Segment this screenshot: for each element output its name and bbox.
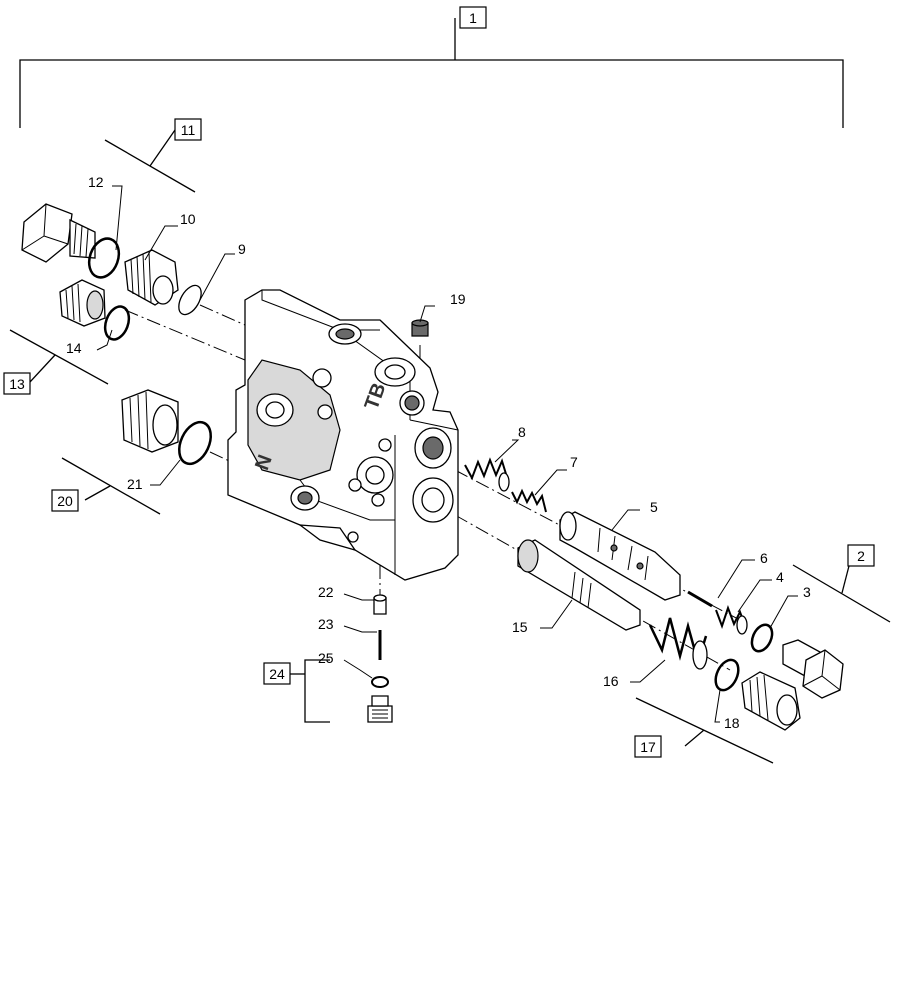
part-7-spring bbox=[511, 488, 547, 513]
bracket-group-17 bbox=[635, 697, 774, 764]
part-22-pin bbox=[373, 594, 387, 615]
callout-6: 6 bbox=[760, 550, 768, 566]
bracket-group-13 bbox=[9, 329, 109, 385]
callout-18: 18 bbox=[724, 715, 740, 731]
bracket-group-2 bbox=[792, 561, 891, 623]
callout-20: 20 bbox=[57, 493, 73, 509]
part-15-spool bbox=[517, 539, 641, 631]
part-25-o-ring bbox=[371, 676, 389, 688]
part-5-spool bbox=[559, 511, 681, 601]
part-4-spring bbox=[715, 605, 748, 635]
callout-9: 9 bbox=[238, 241, 246, 257]
body-marking-n: N bbox=[251, 452, 277, 473]
callout-3: 3 bbox=[803, 584, 811, 600]
part-3-hex-plug bbox=[782, 639, 844, 699]
bracket-group-11 bbox=[104, 129, 196, 193]
part-12-hex-plug bbox=[21, 203, 96, 263]
callout-8: 8 bbox=[518, 424, 526, 440]
callout-5: 5 bbox=[650, 499, 658, 515]
callout-25: 25 bbox=[318, 650, 334, 666]
leader-lines bbox=[96, 185, 798, 723]
bracket-group-20 bbox=[61, 457, 161, 515]
part-24-fitting bbox=[367, 695, 393, 723]
callout-21: 21 bbox=[127, 476, 143, 492]
part-18-plug bbox=[741, 671, 801, 731]
callout-24: 24 bbox=[269, 666, 285, 682]
callout-12: 12 bbox=[88, 174, 104, 190]
callout-2: 2 bbox=[857, 548, 865, 564]
callout-15: 15 bbox=[512, 619, 528, 635]
callout-14: 14 bbox=[66, 340, 82, 356]
part-21-plug bbox=[121, 389, 179, 453]
callout-labels: 1 2 3 4 5 6 7 8 9 10 11 12 13 14 15 16 1… bbox=[9, 10, 865, 755]
part-19-set-screw bbox=[411, 319, 429, 337]
part-10-sleeve bbox=[124, 249, 179, 306]
callout-boxes bbox=[3, 6, 875, 758]
callout-13: 13 bbox=[9, 376, 25, 392]
part-21-o-ring bbox=[178, 420, 212, 466]
callout-16: 16 bbox=[603, 673, 619, 689]
part-3-o-ring bbox=[750, 623, 774, 653]
bracket-group-24 bbox=[290, 659, 330, 723]
bracket-assembly-1 bbox=[19, 18, 844, 128]
callout-17: 17 bbox=[640, 739, 656, 755]
part-14-o-ring bbox=[103, 305, 131, 341]
callout-22: 22 bbox=[318, 584, 334, 600]
part-14-plug bbox=[59, 279, 106, 327]
callout-19: 19 bbox=[450, 291, 466, 307]
part-9-disc bbox=[178, 284, 202, 316]
callout-4: 4 bbox=[776, 569, 784, 585]
callout-10: 10 bbox=[180, 211, 196, 227]
part-8-spring bbox=[464, 457, 510, 492]
callout-1: 1 bbox=[469, 10, 477, 26]
callout-11: 11 bbox=[181, 122, 196, 138]
part-16-spring bbox=[648, 617, 708, 670]
callout-23: 23 bbox=[318, 616, 334, 632]
callout-7: 7 bbox=[570, 454, 578, 470]
part-12-o-ring bbox=[87, 237, 121, 279]
valve-body: TB N bbox=[227, 289, 459, 581]
part-6-needle bbox=[687, 590, 713, 608]
part-18-o-ring bbox=[714, 658, 740, 692]
